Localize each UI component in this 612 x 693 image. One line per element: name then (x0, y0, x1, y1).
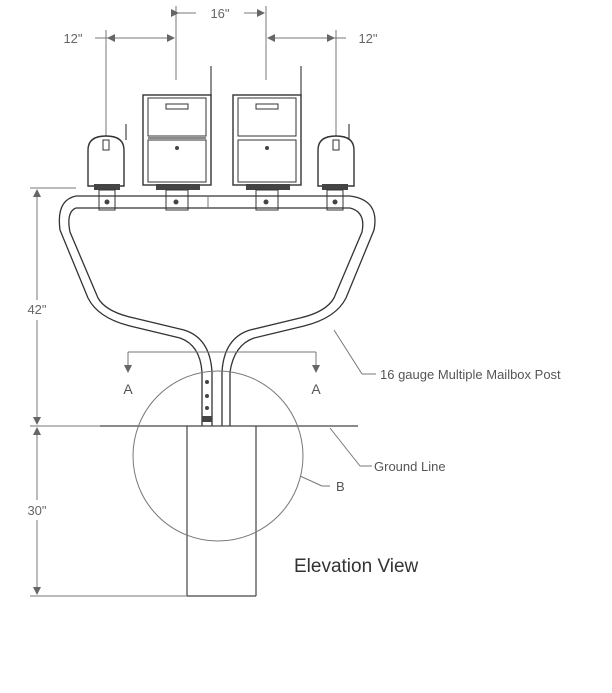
left-dimension-42: 42" (27, 187, 100, 427)
detail-b-label: B (336, 479, 345, 494)
dim-12-left-label: 12" (63, 31, 82, 46)
post-callout-label: 16 gauge Multiple Mailbox Post (380, 367, 561, 382)
ground-callout-label: Ground Line (374, 459, 446, 474)
dim-16-label: 16" (210, 6, 229, 21)
section-a-a: A A (123, 351, 321, 397)
left-dimension-12: 12" (63, 30, 175, 140)
detail-b-callout: B (299, 475, 345, 494)
section-a-left: A (123, 381, 133, 397)
section-a-right: A (311, 381, 321, 397)
post-callout: 16 gauge Multiple Mailbox Post (333, 329, 561, 382)
right-locking-mailbox (232, 66, 302, 211)
right-curbside-mailbox (317, 124, 355, 211)
right-dimension-12: 12" (267, 30, 378, 140)
left-locking-mailbox (142, 66, 212, 211)
detail-circle-b (132, 370, 304, 542)
top-dimension-16: 16" (171, 6, 267, 80)
left-curbside-mailbox (87, 124, 127, 211)
multiple-mailbox-post (58, 195, 376, 426)
dim-30-label: 30" (27, 503, 46, 518)
dim-12-right-label: 12" (358, 31, 377, 46)
ground-callout: Ground Line (329, 427, 446, 474)
left-dimension-30: 30" (27, 427, 187, 597)
view-title: Elevation View (294, 556, 419, 577)
ground-and-foundation (100, 425, 358, 597)
dim-42-label: 42" (27, 302, 46, 317)
